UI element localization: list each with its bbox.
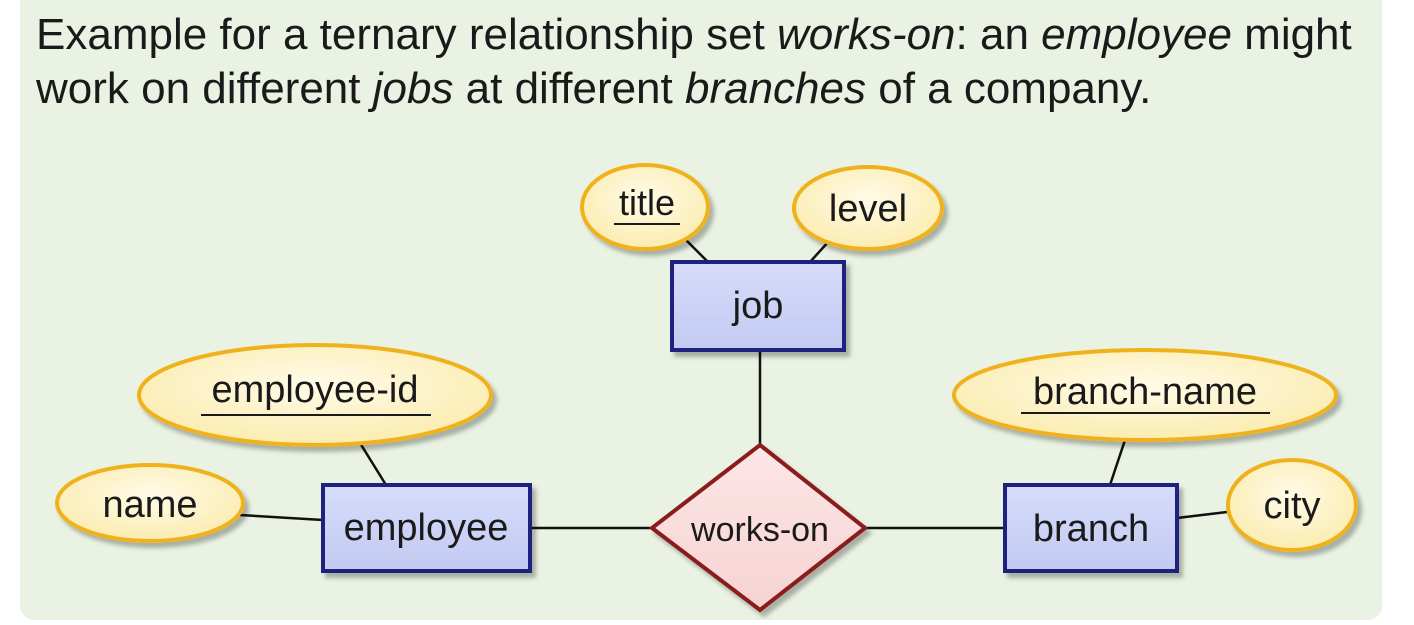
caption-term-jobs: jobs	[372, 64, 454, 113]
caption-term-works-on: works-on	[777, 10, 956, 59]
attribute-branch-name: branch-name	[952, 348, 1338, 442]
entity-employee: employee	[321, 483, 532, 573]
caption-text-1: Example for a ternary relationship set	[36, 10, 778, 59]
line-city-branch	[1176, 510, 1228, 520]
relationship-works-on-label: works-on	[690, 511, 829, 549]
entity-job: job	[670, 260, 846, 352]
entity-branch: branch	[1003, 483, 1179, 573]
attribute-branch-name-label: branch-name	[1033, 371, 1257, 413]
caption-term-branches: branches	[684, 64, 866, 113]
attribute-employee-id: employee-id	[137, 343, 493, 447]
relationship-works-on: works-on	[648, 442, 869, 613]
slide-caption: Example for a ternary relationship set w…	[36, 8, 1376, 116]
slide-background: Example for a ternary relationship set w…	[20, 0, 1382, 620]
caption-text-4: at different	[453, 64, 685, 113]
caption-text-2: : an	[955, 10, 1042, 59]
attribute-name-label: name	[102, 484, 197, 526]
caption-term-employee: employee	[1041, 10, 1232, 59]
entity-branch-label: branch	[1033, 508, 1149, 550]
attribute-level: level	[792, 165, 944, 251]
line-title-job	[685, 239, 709, 263]
attribute-employee-id-label: employee-id	[212, 369, 419, 411]
line-employee-id-employee	[358, 442, 388, 486]
attribute-title-label: title	[619, 182, 675, 223]
line-branch-name-branch	[1108, 439, 1127, 486]
attribute-city: city	[1226, 458, 1358, 552]
attribute-city-label: city	[1264, 485, 1321, 527]
attribute-level-label: level	[829, 188, 907, 230]
connector-lines	[239, 239, 1228, 530]
caption-text-3: might work on different	[36, 10, 1352, 113]
line-name-employee	[239, 513, 324, 522]
attribute-title: title	[580, 163, 710, 251]
caption-text-5: of a company.	[866, 64, 1152, 113]
entity-employee-label: employee	[344, 507, 509, 549]
attribute-name: name	[55, 463, 245, 543]
entity-job-label: job	[732, 285, 784, 327]
er-diagram: title level employee-id name branch-name…	[55, 163, 1358, 613]
